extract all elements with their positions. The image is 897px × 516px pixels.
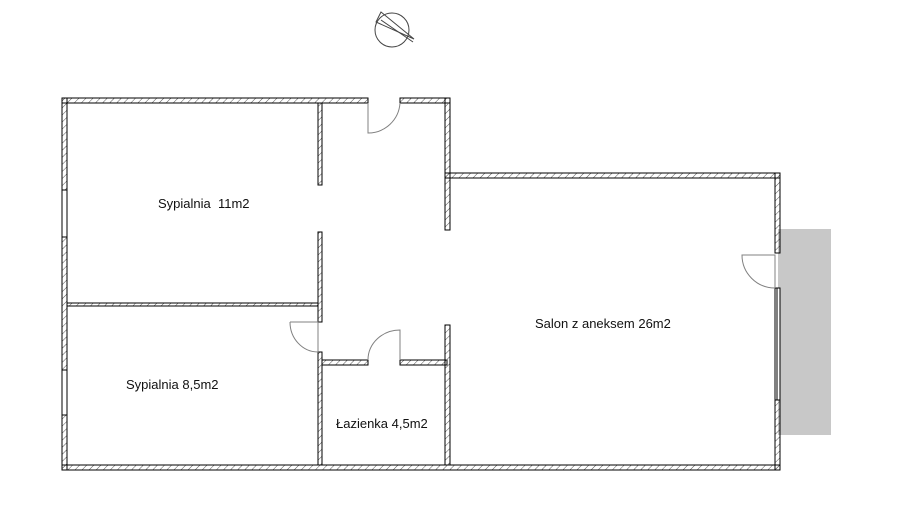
balcony-door xyxy=(741,254,776,289)
bathroom-door xyxy=(367,329,401,361)
windows xyxy=(61,189,781,416)
compass-icon xyxy=(374,11,415,48)
room-label-bedroom2: Sypialnia 8,5m2 xyxy=(126,377,219,392)
doors xyxy=(289,102,776,361)
room-label-bathroom: Łazienka 4,5m2 xyxy=(336,416,428,431)
entrance-door xyxy=(367,102,401,134)
balcony xyxy=(778,229,831,435)
bedroom2-door xyxy=(289,321,319,353)
walls xyxy=(61,97,781,471)
room-label-bedroom1: Sypialnia 11m2 xyxy=(158,196,250,211)
room-label-living: Salon z aneksem 26m2 xyxy=(535,316,671,331)
